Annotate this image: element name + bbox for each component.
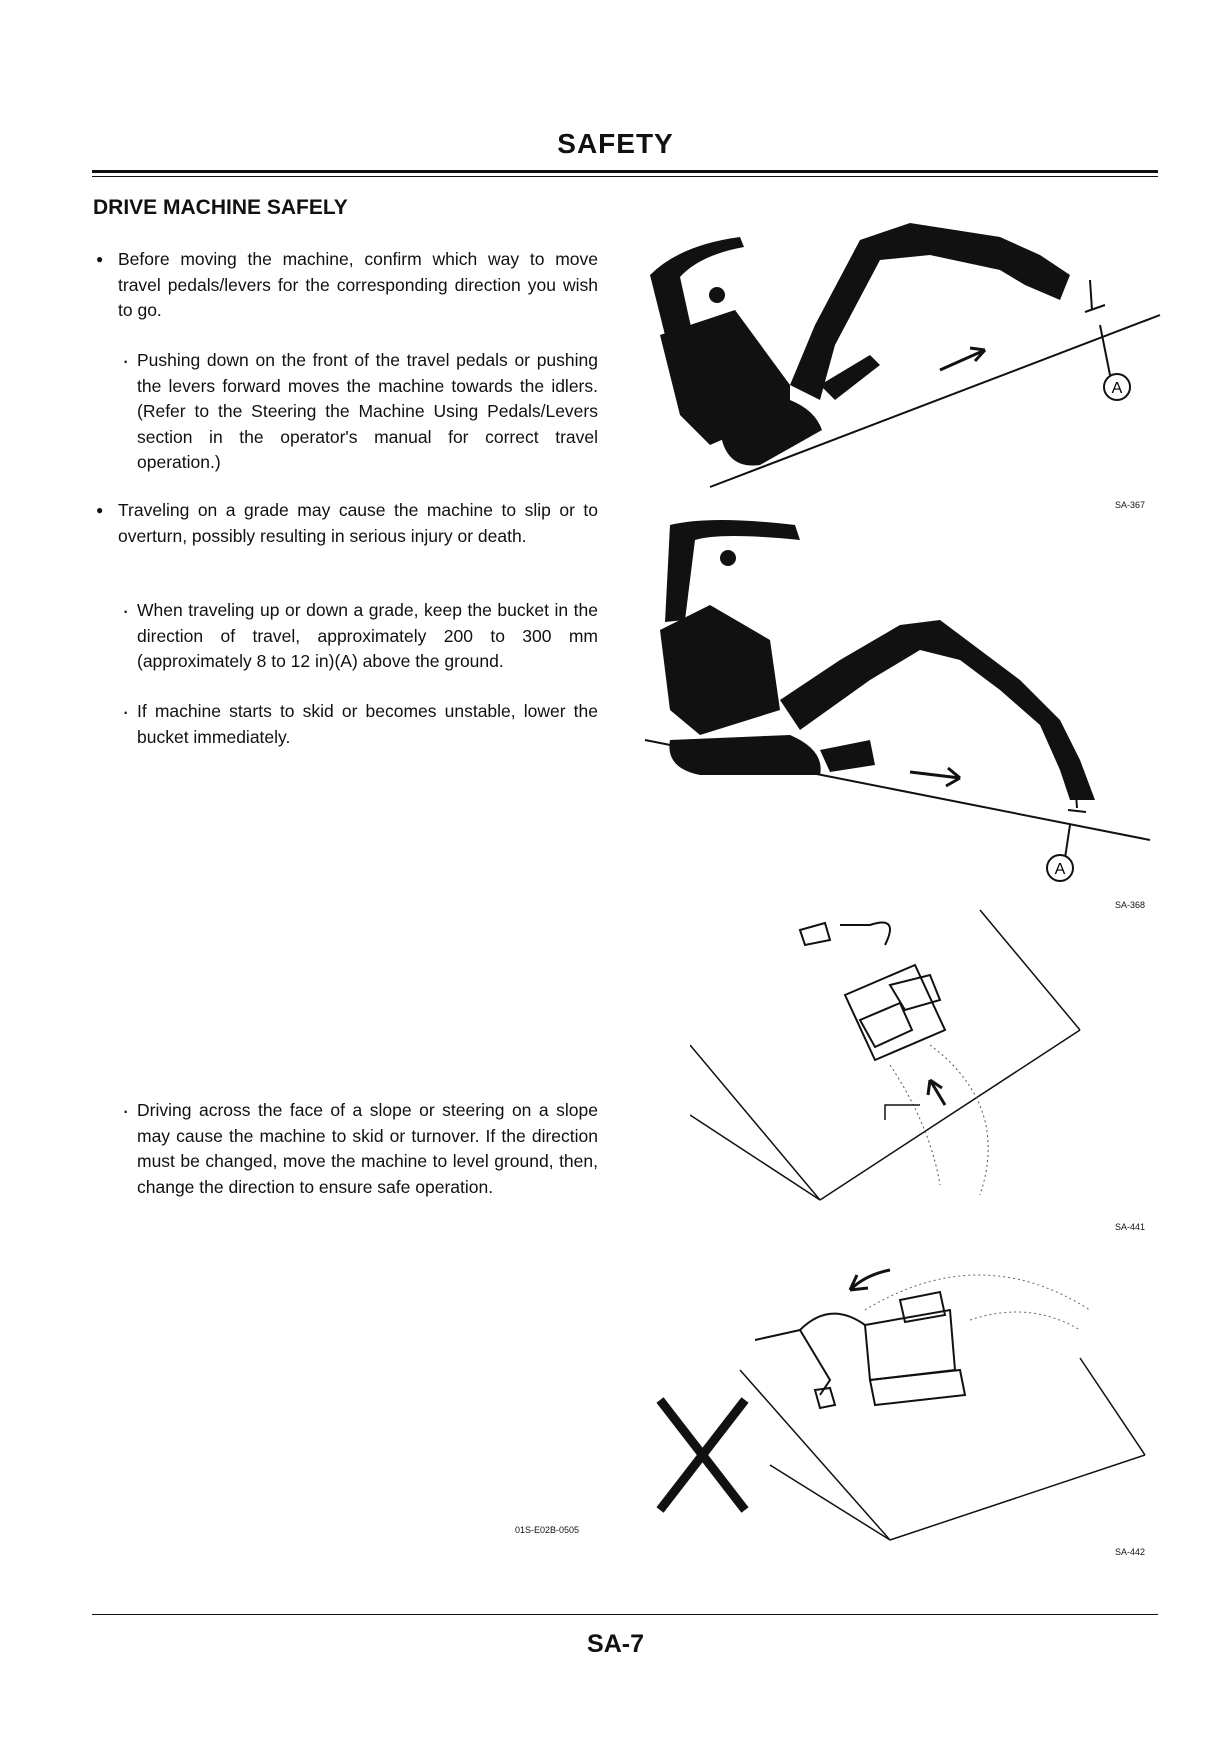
- figure-code: SA-442: [1115, 1547, 1146, 1557]
- footer-rule: [92, 1614, 1158, 1615]
- figure-slope-turning: [690, 909, 1081, 1201]
- sub-paragraph: When traveling up or down a grade, keep …: [122, 598, 598, 675]
- page-number: SA-7: [587, 1630, 644, 1658]
- figure-code: SA-368: [1115, 900, 1146, 910]
- header-rule: [92, 170, 1158, 173]
- figure-prohibited-turning: [656, 1268, 1146, 1541]
- sub-paragraph: If machine starts to skid or becomes uns…: [122, 699, 598, 750]
- figure-code: SA-441: [1115, 1222, 1146, 1232]
- figure-downhill-travel: A: [644, 520, 1151, 882]
- bullet-paragraph: Before moving the machine, confirm which…: [96, 247, 598, 324]
- bullet-paragraph: Traveling on a grade may cause the machi…: [96, 498, 598, 549]
- section-title: DRIVE MACHINE SAFELY: [93, 196, 348, 219]
- dimension-label: A: [1055, 861, 1066, 878]
- figure-code: SA-367: [1115, 500, 1146, 510]
- page-header-title: SAFETY: [557, 128, 674, 159]
- document-code: 01S-E02B-0505: [515, 1525, 580, 1535]
- sub-paragraph: Pushing down on the front of the travel …: [122, 348, 598, 476]
- figure-uphill-travel: A: [650, 223, 1161, 488]
- dimension-label: A: [1112, 380, 1123, 397]
- sub-paragraph: Driving across the face of a slope or st…: [122, 1098, 598, 1200]
- header-rule-thin: [92, 176, 1158, 177]
